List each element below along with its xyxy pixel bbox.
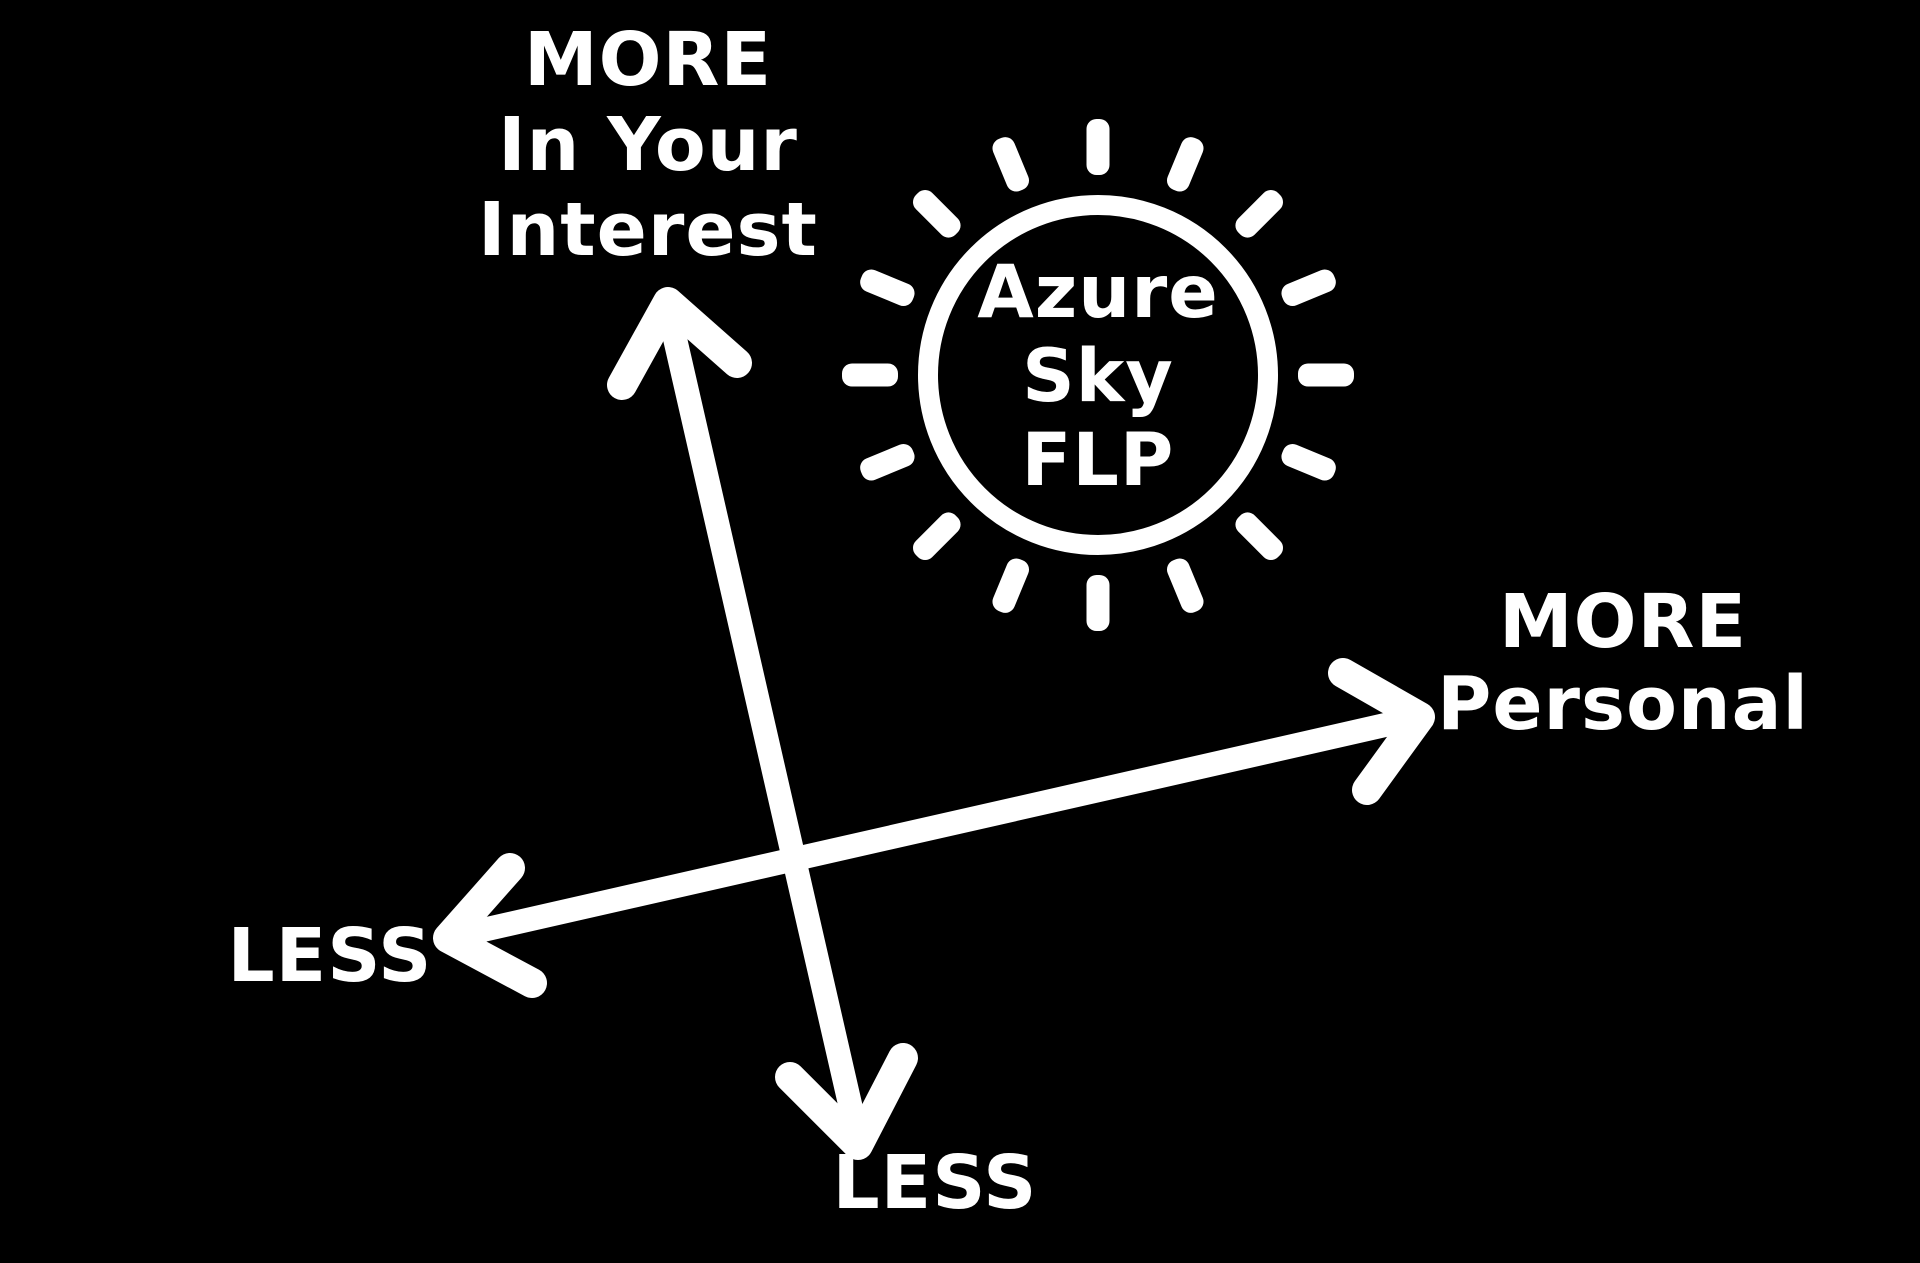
- sun-ray-icon: [1235, 512, 1284, 561]
- interest-axis-arrowhead-down-icon: [775, 1043, 918, 1160]
- interest-axis-arrow: [607, 287, 918, 1160]
- sun-ray-icon: [1298, 363, 1354, 387]
- sun-logo-text: Azure Sky FLP: [977, 251, 1218, 503]
- sun-ray-icon: [992, 558, 1030, 613]
- interest-axis-more-label: MORE In Your Interest: [478, 18, 818, 273]
- sun-ray-icon: [992, 137, 1030, 192]
- sun-ray-icon: [842, 363, 898, 387]
- personal-axis-arrowhead-left-icon: [433, 853, 547, 998]
- sun-logo-line2: Sky: [1022, 334, 1174, 419]
- personal-axis-arrowhead-right-icon: [1328, 658, 1435, 805]
- sun-circle-icon: [918, 195, 1278, 555]
- sun-ray-icon: [912, 189, 961, 238]
- interest-axis-more-line3: Interest: [478, 187, 818, 273]
- sun-logo-line3: FLP: [1021, 418, 1175, 503]
- personal-axis-more-line2: Personal: [1437, 661, 1809, 747]
- sun-logo: [842, 119, 1354, 631]
- sun-ray-icon: [1166, 137, 1204, 192]
- sun-rays-icon: [842, 119, 1354, 631]
- sun-ray-icon: [1086, 119, 1110, 175]
- interest-axis-less-label: LESS: [832, 1140, 1038, 1226]
- interest-axis-more-line1: MORE: [523, 17, 773, 103]
- personal-axis-more-label: MORE Personal: [1437, 581, 1809, 745]
- personal-axis-shaft: [440, 706, 1428, 949]
- sun-ray-icon: [860, 269, 915, 307]
- sun-ray-icon: [1281, 443, 1336, 481]
- interest-axis-arrowhead-up-icon: [607, 287, 752, 400]
- sun-ray-icon: [860, 443, 915, 481]
- sun-ray-icon: [1281, 269, 1336, 307]
- sun-logo-line1: Azure: [977, 250, 1219, 335]
- interest-axis-more-line2: In Your: [498, 102, 798, 188]
- personal-axis-less-label: LESS: [227, 913, 433, 999]
- interest-axis-shaft: [656, 296, 870, 1151]
- personal-axis-arrow: [433, 658, 1435, 998]
- sun-ray-icon: [1235, 189, 1284, 238]
- sun-ray-icon: [912, 512, 961, 561]
- sun-ray-icon: [1166, 558, 1204, 613]
- sun-ray-icon: [1086, 575, 1110, 631]
- personal-axis-more-line1: MORE: [1498, 579, 1748, 665]
